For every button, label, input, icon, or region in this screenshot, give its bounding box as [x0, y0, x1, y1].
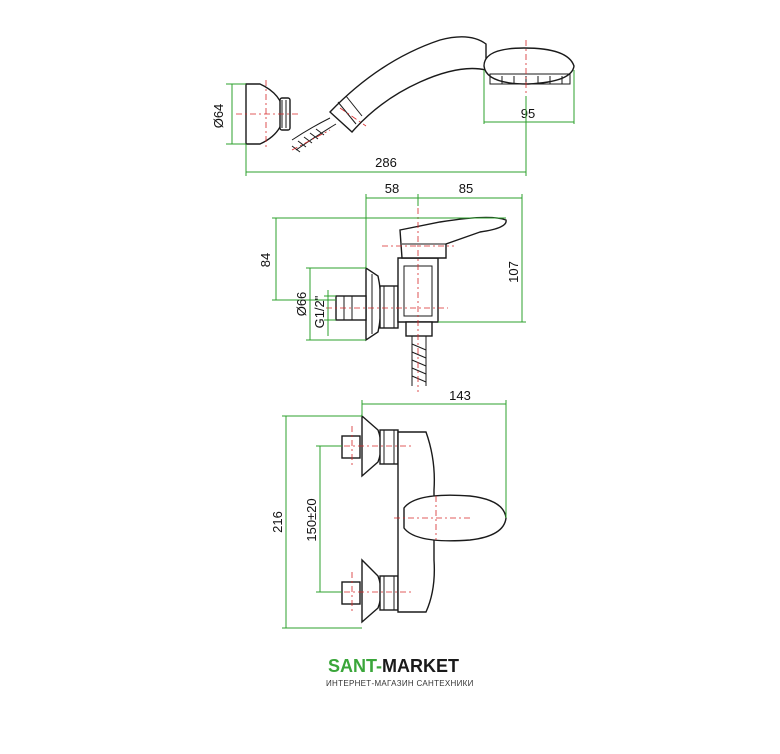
dim-total-length: 286	[375, 155, 397, 170]
lower-eccentric	[341, 581, 361, 605]
dim-height: 107	[506, 261, 521, 283]
top-view: Ø64 95 286	[211, 36, 575, 176]
front-view: 143 216 150±20	[270, 388, 507, 629]
dim-depth: 84	[258, 253, 273, 267]
brand-logo: SANT-MARKET ИНТЕРНЕТ-МАГАЗИН САНТЕХНИКИ	[326, 656, 474, 688]
union-nut	[379, 285, 399, 329]
side-view: 58 85 84 107 Ø66 G1/2"	[258, 181, 526, 392]
dim-total-height: 216	[270, 511, 285, 533]
dim-front-width: 143	[449, 388, 471, 403]
brand-name-part1: SANT-	[328, 656, 382, 676]
outlet-nut	[405, 321, 433, 337]
shower-handle	[328, 36, 487, 133]
dim-base-diameter: Ø66	[294, 292, 309, 317]
dim-side-left: 58	[385, 181, 399, 196]
dim-center-distance: 150±20	[304, 498, 319, 541]
brand-name-part2: MARKET	[382, 656, 459, 676]
upper-eccentric	[341, 435, 361, 459]
dim-head-holder-diameter: Ø64	[211, 104, 226, 129]
dim-head-width: 95	[521, 106, 535, 121]
brand-tagline: ИНТЕРНЕТ-МАГАЗИН САНТЕХНИКИ	[326, 679, 474, 688]
lower-flange	[361, 558, 382, 624]
wall-flange	[365, 266, 382, 342]
lever-handle	[399, 216, 507, 259]
upper-flange	[361, 414, 382, 478]
dim-thread: G1/2"	[312, 295, 327, 328]
dim-side-right: 85	[459, 181, 473, 196]
shower-head	[483, 47, 575, 85]
hose	[291, 117, 331, 141]
svg-text:SANT-MARKET: SANT-MARKET	[328, 656, 459, 676]
